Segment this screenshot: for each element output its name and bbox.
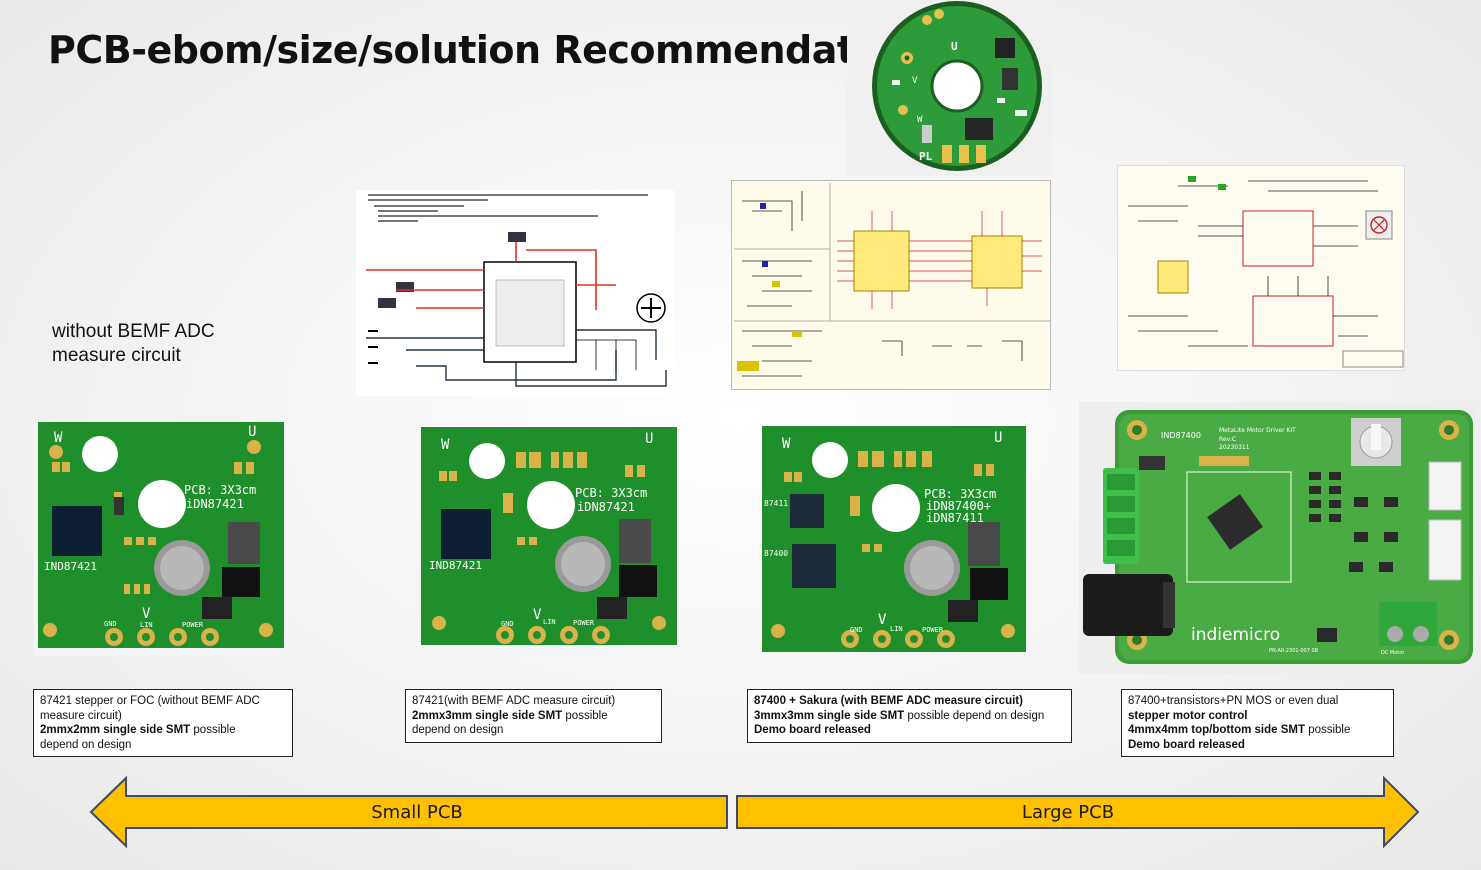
svg-text:V: V [912,76,918,86]
svg-text:U: U [248,424,256,440]
pcb-board-87421-2x3: W U V GND LIN POWER PCB: 3X3cm iDN87421 … [421,427,677,649]
board2-part: iDN87421 [577,500,635,514]
schematic-demo-board [1117,165,1405,371]
board3-side-label-1: 87411 [764,499,788,508]
caption-87421-bemf: 87421(with BEMF ADC measure circuit) 2mm… [405,689,662,743]
small-pcb-label: Small PCB [371,802,463,823]
pcb-board-87421-2x2: W U V GND LIN POWER PCB: 3X3cm iDN87421 … [34,422,286,656]
svg-text:V: V [142,606,151,622]
board3-part-line1: iDN87400+ [926,499,991,513]
board3-side-label-2: 87400 [764,549,788,558]
board3-pcb-size: PCB: 3X3cm [924,487,996,501]
svg-text:GND: GND [850,626,863,634]
svg-text:GND: GND [104,620,117,628]
svg-text:GND: GND [501,620,514,628]
board1-chip-label: IND87421 [44,560,97,573]
board3-part-line2: iDN87411 [926,511,984,525]
svg-text:LIN: LIN [543,618,556,626]
caption-87400-sakura: 87400 + Sakura (with BEMF ADC measure ci… [747,689,1072,743]
demo-dc-motor: DC Motor [1381,650,1405,656]
demo-brand: indiemicro [1191,625,1280,645]
pcb-board-87400-sakura: W U V GND LIN POWER PCB: 3X3cm iDN87400+… [762,426,1028,654]
svg-text:POWER: POWER [922,626,944,634]
small-pcb-arrow [89,775,728,849]
svg-text:POWER: POWER [573,619,595,627]
demo-board-photo: IND87400 MetaLite Motor Driver KIT Rev:C… [1079,402,1477,674]
caption-87400-dual-stepper: 87400+transistors+PN MOS or even dual st… [1121,689,1394,757]
demo-kit-line3: 20230311 [1219,444,1250,451]
demo-part-label: IND87400 [1161,431,1201,440]
svg-text:POWER: POWER [182,621,204,629]
page-title: PCB-ebom/size/solution Recommendation [48,28,920,72]
bemf-note-line1: without BEMF ADC [52,321,215,342]
svg-text:LIN: LIN [890,625,903,633]
ring-ic [995,38,1015,58]
large-pcb-label: Large PCB [1021,802,1115,823]
svg-text:W: W [917,115,923,125]
size-arrows [89,775,1420,849]
bemf-note: without BEMF ADC measure circuit [52,320,292,368]
svg-text:W: W [782,436,791,452]
bemf-note-line2: measure circuit [52,345,181,366]
board2-chip-label: IND87421 [429,559,482,572]
large-pcb-arrow [736,775,1420,849]
schematic-87400-sakura [731,180,1051,390]
demo-kit-line2: Rev:C [1219,436,1236,443]
svg-text:U: U [951,40,958,53]
demo-kit-line1: MetaLite Motor Driver KIT [1219,427,1296,434]
svg-text:V: V [533,607,542,623]
svg-text:W: W [54,430,63,446]
svg-text:LIN: LIN [140,621,153,629]
svg-text:V: V [878,612,887,628]
svg-text:W: W [441,437,450,453]
caption-87421-stepper: 87421 stepper or FOC (without BEMF ADC m… [33,689,293,757]
ring-pcb-photo: U V W PL [847,0,1052,176]
chip-qfn [52,506,102,556]
demo-board-id: PN:A0-2301-007 0B [1269,648,1319,654]
schematic-87421 [356,190,674,396]
svg-text:U: U [994,430,1002,446]
svg-text:U: U [645,431,653,447]
board1-part: iDN87421 [186,497,244,511]
board1-pcb-size: PCB: 3X3cm [184,483,256,497]
board2-pcb-size: PCB: 3X3cm [575,486,647,500]
ring-pl-label: PL [919,150,933,163]
